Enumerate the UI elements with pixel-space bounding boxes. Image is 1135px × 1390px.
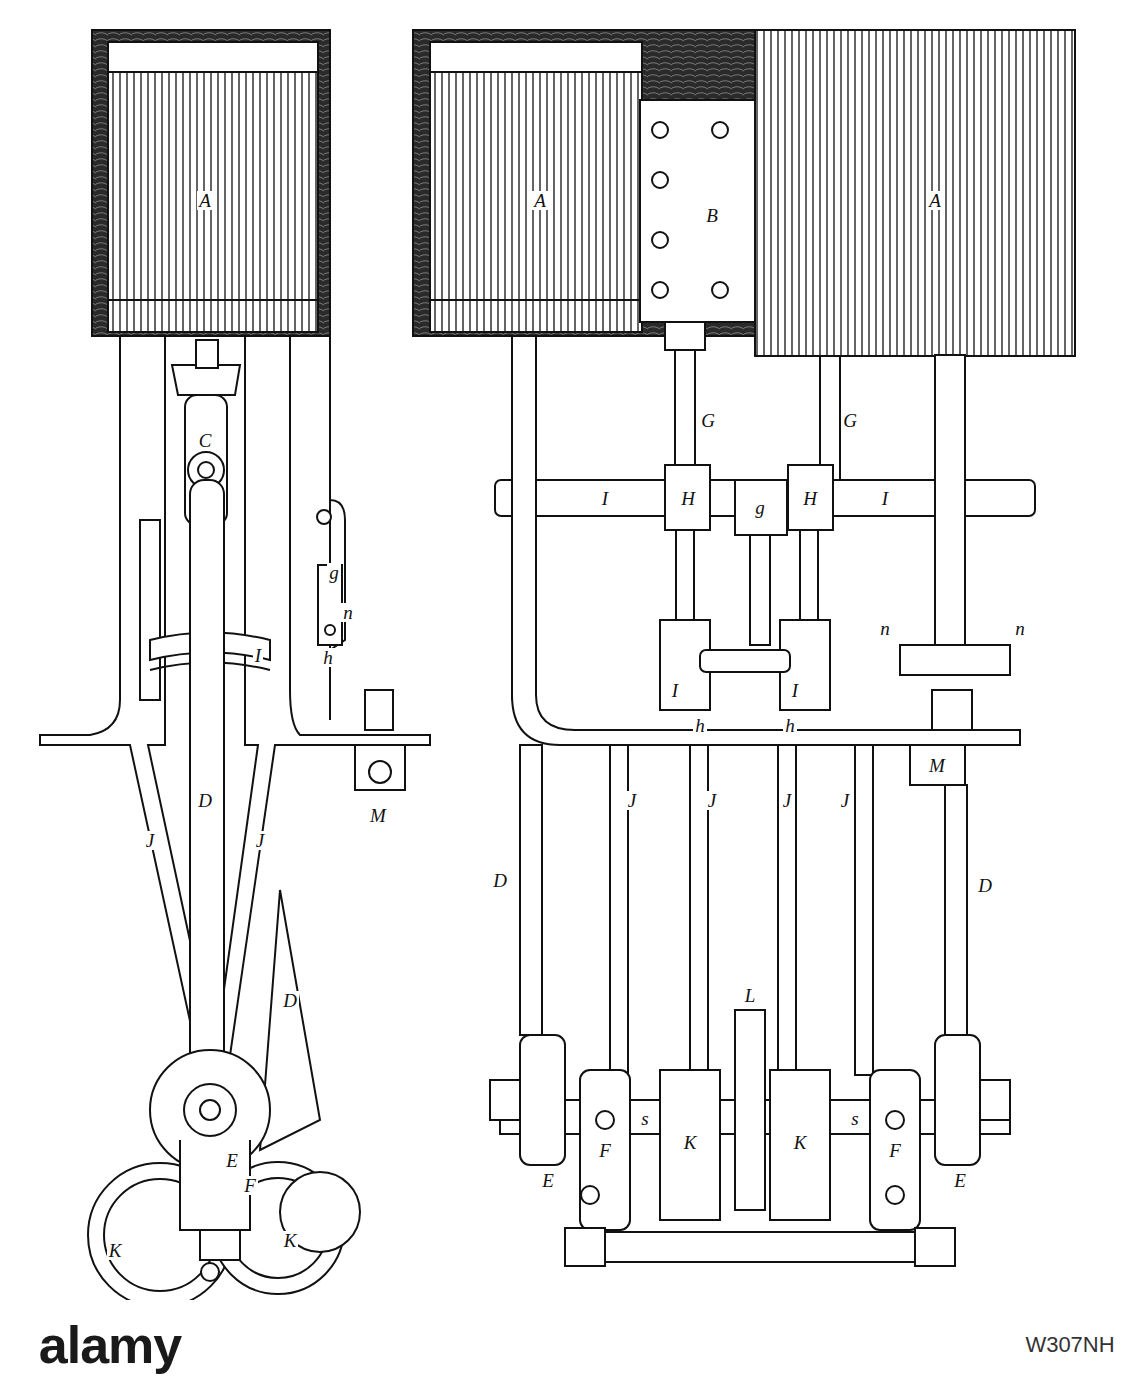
image-id: W307NH [1023, 1334, 1116, 1356]
part-letter: I [790, 681, 800, 700]
part-letter: G [841, 411, 859, 430]
part-letter: H [679, 489, 697, 508]
part-letter: h [783, 716, 797, 735]
part-letter: s [849, 1109, 860, 1128]
part-letter: A [532, 191, 548, 210]
part-letter: F [242, 1176, 258, 1195]
part-letter: n [1013, 619, 1027, 638]
part-letter: J [781, 791, 793, 810]
part-letter: E [224, 1151, 240, 1170]
part-letter: M [927, 756, 947, 775]
part-letter: D [976, 876, 994, 895]
part-letter: h [321, 648, 335, 667]
part-letter: I [253, 646, 263, 665]
part-letter: J [839, 791, 851, 810]
part-letter: g [327, 563, 341, 582]
part-letter: H [801, 489, 819, 508]
part-letter: L [743, 986, 758, 1005]
part-letter: s [639, 1109, 650, 1128]
part-letter: E [952, 1171, 968, 1190]
part-letter: A [927, 191, 943, 210]
part-letter: K [682, 1133, 699, 1152]
part-letter: J [254, 831, 266, 850]
part-letter: M [368, 806, 388, 825]
part-letter: J [144, 831, 156, 850]
part-letter: I [880, 489, 890, 508]
part-letter: C [197, 431, 214, 450]
part-letter: g [753, 498, 767, 517]
part-letter: G [699, 411, 717, 430]
part-letter: n [878, 619, 892, 638]
part-letter: F [887, 1141, 903, 1160]
part-letter: F [597, 1141, 613, 1160]
part-letter: J [706, 791, 718, 810]
part-letter: B [704, 206, 720, 225]
watermark: alamy [37, 1319, 183, 1371]
part-letter: D [491, 871, 509, 890]
part-letter: I [670, 681, 680, 700]
part-letter: K [792, 1133, 809, 1152]
part-letter: D [196, 791, 214, 810]
part-letter: E [540, 1171, 556, 1190]
part-letter: A [197, 191, 213, 210]
part-letter: J [626, 791, 638, 810]
part-letter: n [341, 603, 355, 622]
part-letter: h [693, 716, 707, 735]
part-letter: I [600, 489, 610, 508]
part-letter: D [281, 991, 299, 1010]
part-letter: K [107, 1241, 124, 1260]
part-letter: K [282, 1231, 299, 1250]
